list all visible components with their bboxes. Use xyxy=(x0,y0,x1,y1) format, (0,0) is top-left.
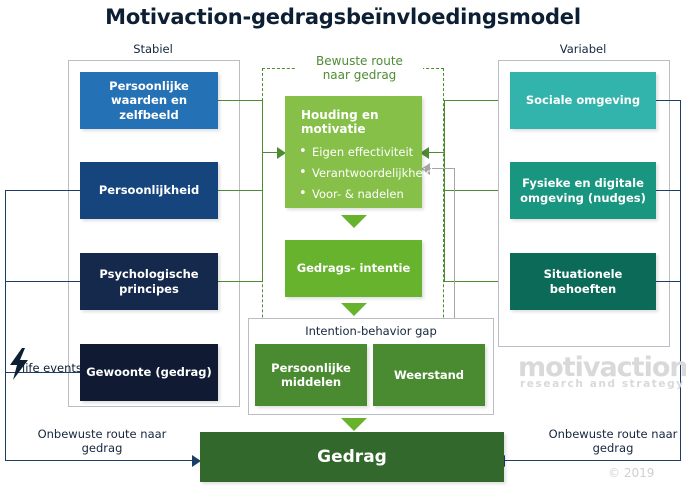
navy-left-from-psych xyxy=(5,281,80,282)
unconscious-route-left-label: Onbewuste route naar gedrag xyxy=(37,427,167,456)
connector-left-1 xyxy=(218,100,263,101)
navy-right-from-sociale xyxy=(656,100,681,101)
right-box-sociale-omgeving[interactable]: Sociale omgeving xyxy=(510,72,656,129)
right-group-frame xyxy=(498,60,670,347)
arrow-unconscious-left xyxy=(192,455,201,467)
connector-left-stub xyxy=(262,152,278,153)
right-box-1-label: Fysieke en digitale omgeving (nudges) xyxy=(520,176,646,205)
gap-item-weerstand[interactable]: Weerstand xyxy=(373,344,485,406)
left-box-persoonlijke-waarden[interactable]: Persoonlijke waarden en zelfbeeld xyxy=(80,72,218,129)
arrow-intention-to-gap xyxy=(341,303,367,316)
attitude-heading: Houding en motivatie xyxy=(301,108,379,136)
lightning-bolt-icon xyxy=(10,348,28,380)
unconscious-route-right-label: Onbewuste route naar gedrag xyxy=(548,427,678,456)
feedback-line-vertical xyxy=(454,168,455,325)
arrow-gap-to-behavior xyxy=(341,418,367,431)
left-box-2-label: Psychologische principes xyxy=(99,267,199,296)
connector-right-rail xyxy=(444,100,445,282)
gap-item-0-label: Persoonlijke middelen xyxy=(271,360,351,389)
navy-right-from-fysieke xyxy=(656,190,681,191)
navy-right-rail xyxy=(680,100,681,460)
navy-left-to-behavior xyxy=(5,460,193,461)
watermark-brand: motivaction xyxy=(518,352,686,383)
behavior-label: Gedrag xyxy=(317,446,387,467)
watermark-tagline: research and strategy xyxy=(520,378,685,390)
connector-left-rail xyxy=(262,100,263,282)
right-box-situationele-behoeften[interactable]: Situationele behoeften xyxy=(510,253,656,310)
column-caption-variabel: Variabel xyxy=(559,42,607,56)
navy-left-from-persoonlijkheid xyxy=(5,190,80,191)
left-box-3-label: Gewoonte (gedrag) xyxy=(86,365,212,380)
left-box-1-label: Persoonlijkheid xyxy=(98,183,200,198)
connector-left-3 xyxy=(218,281,263,282)
navy-left-rail xyxy=(5,190,6,460)
left-group-frame xyxy=(68,60,240,407)
page-title: Motivaction-gedragsbeïnvloedingsmodel xyxy=(105,5,581,29)
gap-item-1-label: Weerstand xyxy=(393,367,465,382)
left-box-gewoonte[interactable]: Gewoonte (gedrag) xyxy=(80,344,218,401)
right-box-fysieke-digitale-omgeving[interactable]: Fysieke en digitale omgeving (nudges) xyxy=(510,162,656,219)
connector-left-2 xyxy=(218,190,263,191)
attitude-bullet-2: Voor- & nadelen xyxy=(299,186,412,201)
intention-label: Gedrags- intentie xyxy=(296,261,411,276)
arrow-left-to-attitude xyxy=(277,147,286,159)
arrow-right-to-attitude xyxy=(420,147,429,159)
left-box-0-label: Persoonlijke waarden en zelfbeeld xyxy=(109,79,189,122)
feedback-line-horizontal xyxy=(429,168,455,169)
life-events-label: life events xyxy=(22,361,82,375)
conscious-route-label: Bewuste route naar gedrag xyxy=(296,54,423,83)
navy-right-from-situationele xyxy=(656,281,681,282)
copyright-text: © 2019 xyxy=(608,466,655,480)
attitude-box[interactable]: Houding en motivatie Eigen effectiviteit… xyxy=(285,96,433,208)
intention-behavior-gap-title: Intention-behavior gap xyxy=(305,324,437,338)
navy-right-to-behavior xyxy=(504,460,681,461)
gap-item-persoonlijke-middelen[interactable]: Persoonlijke middelen xyxy=(255,344,367,406)
intention-box[interactable]: Gedrags- intentie xyxy=(285,240,422,297)
left-box-psychologische-principes[interactable]: Psychologische principes xyxy=(80,253,218,310)
right-box-2-label: Situationele behoeften xyxy=(543,267,623,296)
connector-right-stub xyxy=(429,152,445,153)
connector-right-1 xyxy=(444,100,498,101)
left-box-persoonlijkheid[interactable]: Persoonlijkheid xyxy=(80,162,218,219)
attitude-bullet-list: Eigen effectiviteit Verantwoordelijkheid… xyxy=(299,144,433,201)
arrow-attitude-to-intention xyxy=(341,215,367,228)
attitude-bullet-0: Eigen effectiviteit xyxy=(299,144,413,159)
connector-right-3 xyxy=(444,281,498,282)
navy-left-from-gewoonte xyxy=(5,372,80,373)
behavior-box[interactable]: Gedrag xyxy=(200,432,504,482)
connector-right-2 xyxy=(444,190,498,191)
column-caption-stabiel: Stabiel xyxy=(133,42,173,56)
right-box-0-label: Sociale omgeving xyxy=(525,93,641,108)
attitude-bullet-1: Verantwoordelijkheid xyxy=(299,165,433,180)
